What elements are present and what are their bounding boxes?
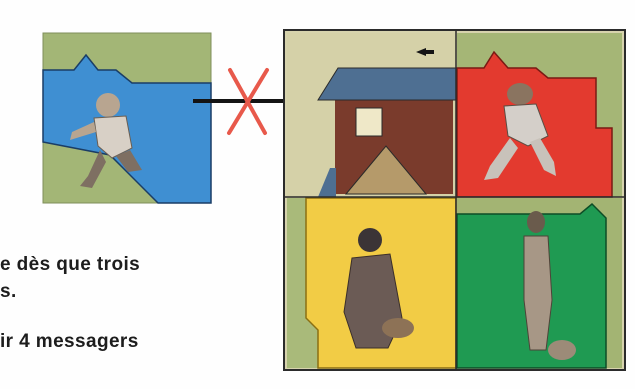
- rules-text-line-1: e dès que trois: [0, 254, 140, 276]
- tile-bottom-left[interactable]: [287, 198, 456, 368]
- rules-text-line-3: ir 4 messagers: [0, 331, 139, 353]
- board: [284, 30, 625, 370]
- tile-top-right[interactable]: [457, 33, 622, 197]
- tile-bottom-right[interactable]: [457, 198, 622, 368]
- rules-text-line-2: s.: [0, 281, 17, 303]
- tile-top-left[interactable]: [287, 33, 460, 197]
- player-tile[interactable]: [43, 33, 211, 203]
